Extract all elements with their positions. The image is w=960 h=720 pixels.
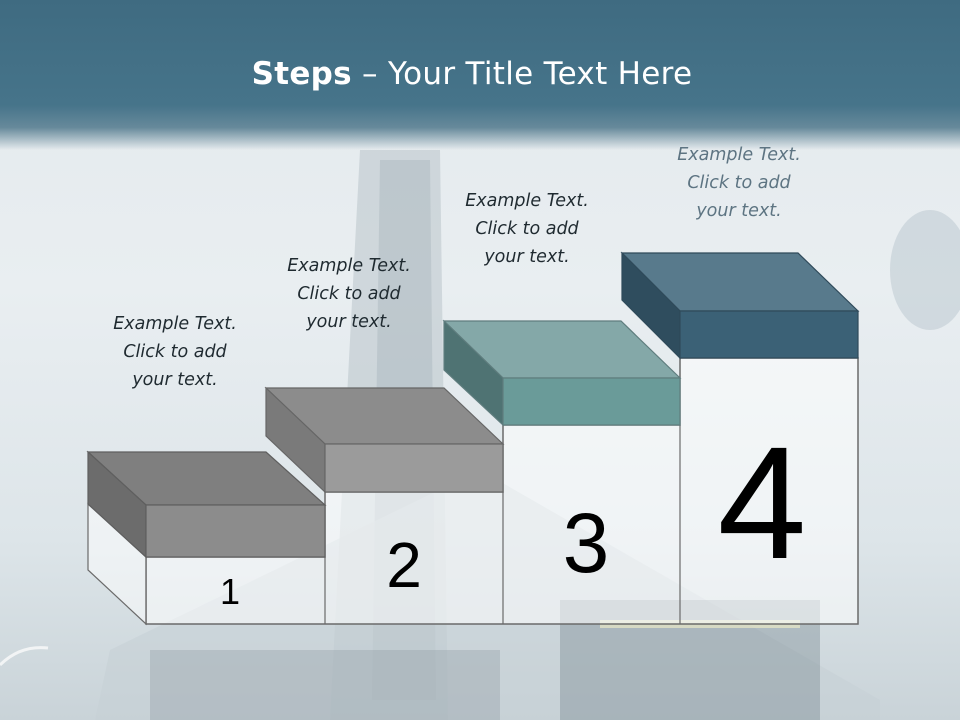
step-4-block[interactable] [620,251,860,360]
step-2-caption[interactable]: Example Text. Click to add your text. [264,252,434,336]
caption-line: Example Text. [677,145,801,165]
title-rest: – Your Title Text Here [351,56,693,92]
caption-line: your text. [696,201,782,221]
step-3-number: 3 [563,496,610,590]
caption-line: your text. [484,247,570,267]
caption-line: Example Text. [465,191,589,211]
step-3-block[interactable] [442,319,682,427]
step-4-number: 4 [718,413,807,592]
caption-line: Example Text. [113,314,237,334]
caption-line: Click to add [687,173,791,193]
step-4-caption[interactable]: Example Text. Click to add your text. [654,141,824,225]
slide-title[interactable]: Steps – Your Title Text Here [0,56,944,92]
step-2-number: 2 [386,529,422,601]
step-3-caption[interactable]: Example Text. Click to add your text. [442,187,612,271]
step-1-block[interactable] [86,450,327,559]
step-1-caption[interactable]: Example Text. Click to add your text. [90,310,260,394]
caption-line: Click to add [297,284,401,304]
caption-line: Click to add [475,219,579,239]
caption-line: your text. [306,312,392,332]
step-2-block[interactable] [264,386,505,494]
title-bold: Steps [251,56,352,92]
step-1-number: 1 [220,571,240,612]
caption-line: your text. [132,370,218,390]
caption-line: Click to add [123,342,227,362]
caption-line: Example Text. [287,256,411,276]
title-bar [0,0,960,150]
